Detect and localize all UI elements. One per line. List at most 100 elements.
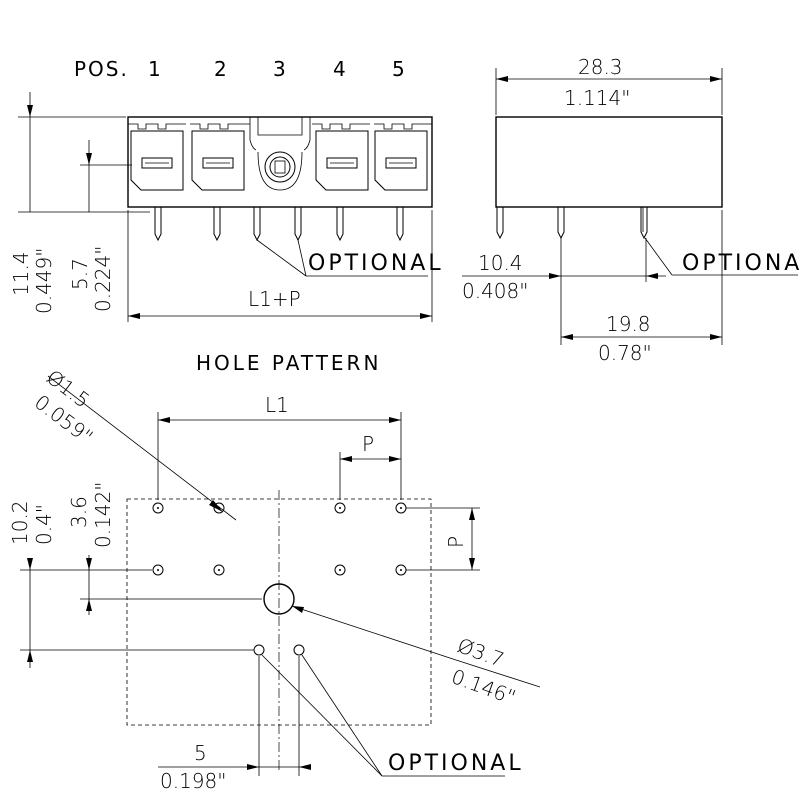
p-arrow-left xyxy=(340,456,352,462)
opt-spacing-in: 0.198" xyxy=(160,769,226,793)
housing-latch-right xyxy=(312,123,432,130)
opt-spacing-mm: 5 xyxy=(194,741,207,765)
pos-label: POS. xyxy=(74,57,129,81)
opt-arrow-left xyxy=(247,764,259,770)
hole-r2-1 xyxy=(152,564,164,576)
row2-arrow-top xyxy=(86,558,92,570)
side-pin-2 xyxy=(557,207,565,240)
locating-boss-outer xyxy=(264,151,296,183)
optional-leader-b xyxy=(297,239,307,277)
row-mm: 19.8 xyxy=(606,312,651,336)
dim-depth-arrow-right xyxy=(710,76,722,82)
l1-arrow-left xyxy=(158,417,170,423)
opt-arrow-right xyxy=(299,764,311,770)
pitch-side-label: P xyxy=(444,536,468,548)
locating-boss-arc xyxy=(257,151,303,191)
pin-2 xyxy=(213,207,221,242)
row2-in: 0.142" xyxy=(91,482,115,548)
row1-arrow-top xyxy=(27,558,33,570)
l1-arrow-right xyxy=(389,417,401,423)
dim-offset-arrow-right xyxy=(646,273,658,279)
front-view: POS. 1 2 3 4 5 xyxy=(9,57,444,322)
cavity-5 xyxy=(374,130,428,191)
locating-hole xyxy=(263,583,295,615)
span-label: L1 xyxy=(265,393,289,417)
p-side-arrow-bottom xyxy=(469,558,475,570)
big-hole-leader xyxy=(291,605,457,661)
optional-hole-a xyxy=(253,644,265,656)
hole-dia-leader xyxy=(47,375,237,521)
pin-height-in: 0.224" xyxy=(91,246,115,312)
hole-r1-1 xyxy=(152,502,164,514)
hole-r1-1-center xyxy=(157,507,159,509)
optional-leader-a xyxy=(261,654,383,777)
contact-slot-1 xyxy=(141,157,173,169)
housing-center-fillet xyxy=(249,139,311,151)
cavity-2 xyxy=(191,130,245,191)
pin-4 xyxy=(336,207,344,242)
hole-pattern: HOLE PATTERN xyxy=(8,351,541,793)
dim-width-arrow-right xyxy=(420,313,432,319)
big-hole-in: 0.146" xyxy=(448,664,519,709)
pitch-label: P xyxy=(362,432,374,456)
connector-housing xyxy=(127,116,433,208)
pin-height-mm: 5.7 xyxy=(68,258,92,290)
offset-mm: 10.4 xyxy=(478,251,523,275)
width-label: L1+P xyxy=(248,287,301,311)
hole-r1-5-center xyxy=(400,507,402,509)
pos-1: 1 xyxy=(148,57,161,81)
side-body xyxy=(495,116,723,208)
height-mm: 11.4 xyxy=(9,251,33,296)
hole-r2-4-center xyxy=(339,569,341,571)
pin-1 xyxy=(154,207,162,242)
hole-r2-5-center xyxy=(400,569,402,571)
side-pin-optional xyxy=(640,207,648,240)
dim-offset-arrow-left xyxy=(549,273,561,279)
row1-in: 0.4" xyxy=(32,504,56,545)
p-arrow-right xyxy=(389,456,401,462)
side-optional-leader xyxy=(644,237,673,276)
row1-mm: 10.2 xyxy=(8,500,32,545)
front-optional-label: OPTIONAL xyxy=(308,251,444,276)
hole-r2-4 xyxy=(334,564,346,576)
housing-latch-left xyxy=(128,123,250,130)
pin-optional-b xyxy=(294,207,302,242)
side-pin-1 xyxy=(496,207,504,240)
optional-leader-a xyxy=(256,239,307,277)
big-hole-leader-tail xyxy=(455,659,541,688)
dim-height-arrow xyxy=(27,105,33,117)
pos-2: 2 xyxy=(214,57,227,81)
contact-slot-5 xyxy=(385,157,417,169)
hole-r1-4-center xyxy=(339,507,341,509)
hole-r1-4 xyxy=(334,502,346,514)
hole-optional-label: OPTIONAL xyxy=(388,751,524,776)
pos-4: 4 xyxy=(333,57,346,81)
depth-mm: 28.3 xyxy=(578,55,623,79)
contact-slot-2 xyxy=(202,157,234,169)
hole-r2-1-center xyxy=(157,569,159,571)
holes-row-2 xyxy=(152,564,407,576)
pin-optional-a xyxy=(253,207,261,242)
optional-leader-b xyxy=(301,654,383,777)
pos-3: 3 xyxy=(273,57,286,81)
locating-boss-inner xyxy=(269,156,291,178)
dim-width-arrow-left xyxy=(128,313,140,319)
pins xyxy=(154,207,404,242)
row2-mm: 3.6 xyxy=(67,496,91,528)
hole-r1-2 xyxy=(213,502,225,514)
side-view: 28.3 1.114" OPTIONAL 10.4 0.408" 19.8 0.… xyxy=(462,55,800,365)
optional-hole-b xyxy=(293,644,305,656)
pos-5: 5 xyxy=(392,57,405,81)
locating-boss-core xyxy=(274,160,286,174)
contact-slot-4 xyxy=(326,157,358,169)
holes-row-1 xyxy=(152,502,407,514)
row2-arrow-bottom xyxy=(86,599,92,611)
hole-dia-arrow xyxy=(209,500,223,512)
pin-5 xyxy=(396,207,404,242)
dim-depth-arrow-left xyxy=(496,76,508,82)
offset-in: 0.408" xyxy=(462,279,528,303)
housing-center-block xyxy=(249,117,311,140)
big-hole-arrow xyxy=(292,606,304,613)
dim-pin-arrow xyxy=(86,153,92,165)
